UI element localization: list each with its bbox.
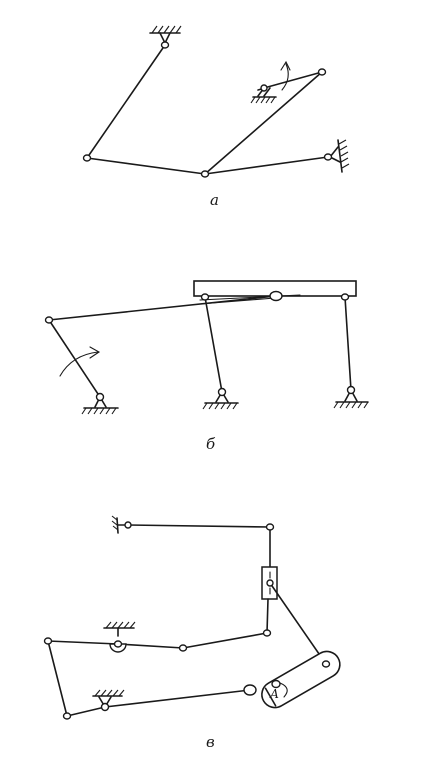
scheme-b: б: [44, 280, 369, 453]
joint-b-3: [269, 290, 283, 302]
link-top-v: [127, 524, 271, 528]
link-crank-a: [263, 71, 323, 89]
link-crank-b: [48, 319, 101, 398]
joint-v-11: [321, 660, 331, 668]
joint-a-2: [82, 154, 92, 162]
ground-support-bottom-v: [92, 689, 125, 708]
joint-v-9: [100, 702, 110, 712]
link-left-upper-v: [47, 640, 119, 645]
joint-v-8: [62, 712, 72, 720]
joint-a-5: [260, 84, 268, 92]
link-diagonal-a: [204, 71, 323, 175]
link-left-vertical-v: [47, 640, 68, 717]
link-vertical-right-b: [344, 296, 352, 391]
link-middle-right-v: [182, 632, 268, 649]
link-middle-v: [117, 643, 184, 649]
joint-b-5: [340, 293, 350, 301]
joint-v-1: [124, 521, 132, 529]
ground-support-right-a: [329, 139, 350, 173]
joint-a-1: [160, 41, 170, 49]
ground-support-middle-v: [103, 621, 136, 653]
rotation-arrow-a: [280, 60, 291, 91]
label-a: а: [210, 191, 219, 209]
link-slider-to-roller-v: [269, 582, 327, 665]
joint-b-6: [217, 387, 227, 397]
rotation-arrow-b: [59, 346, 101, 377]
label-v: в: [206, 733, 215, 751]
link-bottom-right-a: [204, 156, 329, 175]
joint-v-4: [262, 629, 272, 637]
joint-a-3: [200, 170, 210, 178]
scheme-a: а: [82, 25, 350, 209]
link-left-lower-v: [66, 706, 106, 717]
joint-v-10: [243, 684, 257, 696]
joint-v-5: [178, 644, 188, 652]
joint-b-4: [200, 293, 210, 301]
rotation-arrow-v: [279, 682, 288, 698]
link-vertical-lower-v: [266, 598, 269, 634]
link-bottom-left-a: [86, 157, 206, 175]
joint-b-7: [346, 385, 356, 395]
joint-a-6: [323, 153, 333, 161]
link-vertical-middle-b: [204, 296, 223, 393]
link-left-a: [86, 44, 166, 159]
link-bottom-v: [104, 689, 251, 708]
label-b: б: [206, 435, 216, 453]
joint-v-12: [271, 679, 281, 689]
joint-b-2: [95, 392, 105, 402]
joint-v-2: [265, 523, 275, 531]
joint-v-3: [266, 579, 274, 587]
joint-b-1: [44, 316, 54, 324]
ground-support-top-a: [149, 25, 182, 44]
joint-v-7: [43, 637, 53, 645]
joint-v-6: [113, 640, 123, 648]
roller-body-v: [261, 650, 341, 709]
scheme-v: А в: [43, 515, 341, 751]
slider-point-label: А: [269, 687, 279, 701]
link-long-b: [48, 295, 277, 321]
joint-a-4: [317, 68, 327, 76]
